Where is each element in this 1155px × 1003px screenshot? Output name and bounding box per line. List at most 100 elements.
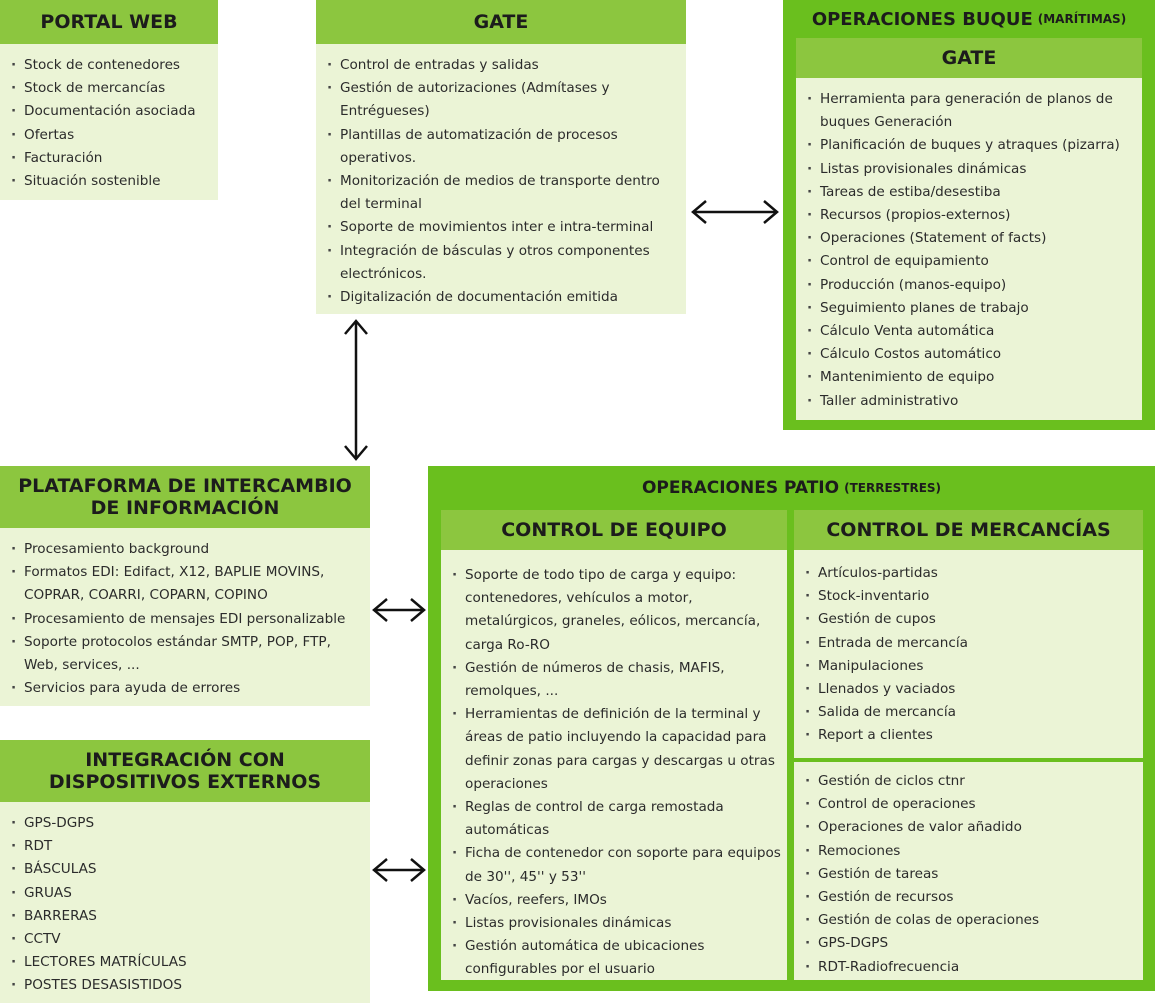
gate-title: GATE	[316, 0, 686, 44]
list-item: Plantillas de automatización de procesos…	[326, 124, 676, 170]
integracion-box: INTEGRACIÓN CON DISPOSITIVOS EXTERNOS GP…	[0, 740, 370, 1003]
list-item: Producción (manos-equipo)	[806, 274, 1138, 297]
gate-box: GATE Control de entradas y salidasGestió…	[316, 0, 686, 314]
plataforma-list: Procesamiento backgroundFormatos EDI: Ed…	[0, 528, 370, 701]
list-item: Procesamiento background	[10, 538, 362, 561]
list-item: Facturación	[10, 147, 218, 170]
list-item: Monitorización de medios de transporte d…	[326, 170, 676, 216]
list-item: Mantenimiento de equipo	[806, 366, 1138, 389]
list-item: Situación sostenible	[10, 170, 218, 193]
list-item: Control de operaciones	[804, 793, 1139, 816]
integracion-title-line1: INTEGRACIÓN CON	[85, 748, 285, 771]
list-item: Manipulaciones	[804, 655, 1139, 678]
list-item: Vacíos, reefers, IMOs	[451, 889, 783, 912]
operaciones-buque-frame: OPERACIONES BUQUE (MARÍTIMAS) GATE Herra…	[783, 0, 1155, 430]
list-item: Stock-inventario	[804, 585, 1139, 608]
list-item: Tareas de estiba/desestiba	[806, 181, 1138, 204]
list-item: Gestión de tareas	[804, 863, 1139, 886]
list-item: Operaciones de valor añadido	[804, 816, 1139, 839]
control-mercancias-bottom-list: Gestión de ciclos ctnrControl de operaci…	[794, 762, 1143, 979]
list-item: Cálculo Venta automática	[806, 320, 1138, 343]
operaciones-patio-title: OPERACIONES PATIO	[641, 478, 840, 498]
list-item: BARRERAS	[10, 905, 362, 928]
portal-web-title: PORTAL WEB	[0, 0, 218, 44]
list-item: Taller administrativo	[806, 390, 1138, 413]
list-item: GPS-DGPS	[804, 932, 1139, 955]
list-item: Herramientas de definición de la termina…	[451, 703, 783, 796]
list-item: Gestión automática de ubicaciones config…	[451, 935, 783, 981]
list-item: RDT	[10, 835, 362, 858]
arrow-gate-buque-icon	[691, 200, 779, 224]
plataforma-box: PLATAFORMA DE INTERCAMBIO DE INFORMACIÓN…	[0, 466, 370, 706]
operaciones-buque-gate-title: GATE	[796, 38, 1142, 78]
list-item: Stock de contenedores	[10, 54, 218, 77]
operaciones-buque-panel: GATE Herramienta para generación de plan…	[796, 38, 1142, 420]
control-mercancias-title: CONTROL DE MERCANCÍAS	[794, 510, 1143, 550]
list-item: Soporte de movimientos inter e intra-ter…	[326, 216, 676, 239]
list-item: Ofertas	[10, 124, 218, 147]
list-item: Integración de básculas y otros componen…	[326, 240, 676, 286]
control-equipo-list: Soporte de todo tipo de carga y equipo: …	[441, 550, 787, 982]
list-item: Operaciones (Statement of facts)	[806, 227, 1138, 250]
list-item: Gestión de números de chasis, MAFIS, rem…	[451, 657, 783, 703]
list-item: Gestión de autorizaciones (Admítases y E…	[326, 77, 676, 123]
control-mercancias-bottom-panel: Gestión de ciclos ctnrControl de operaci…	[794, 762, 1143, 980]
list-item: Report a clientes	[804, 724, 1139, 747]
list-item: Documentación asociada	[10, 100, 218, 123]
operaciones-patio-subtitle: (TERRESTRES)	[844, 481, 942, 495]
list-item: Control de entradas y salidas	[326, 54, 676, 77]
list-item: Seguimiento planes de trabajo	[806, 297, 1138, 320]
list-item: Gestión de cupos	[804, 608, 1139, 631]
operaciones-buque-title: OPERACIONES BUQUE	[811, 8, 1033, 30]
list-item: Artículos-partidas	[804, 562, 1139, 585]
operaciones-buque-list: Herramienta para generación de planos de…	[796, 78, 1142, 413]
list-item: CCTV	[10, 928, 362, 951]
list-item: Digitalización de documentación emitida	[326, 286, 676, 309]
control-mercancias-top-list: Artículos-partidasStock-inventarioGestió…	[794, 550, 1143, 748]
plataforma-title-line2: DE INFORMACIÓN	[90, 497, 280, 519]
list-item: BÁSCULAS	[10, 858, 362, 881]
list-item: GPS-DGPS	[10, 812, 362, 835]
gate-list: Control de entradas y salidasGestión de …	[316, 44, 686, 309]
control-equipo-panel: CONTROL DE EQUIPO Soporte de todo tipo d…	[441, 510, 787, 980]
list-item: Procesamiento de mensajes EDI personaliz…	[10, 608, 362, 631]
list-item: Gestión de recursos	[804, 886, 1139, 909]
control-equipo-title: CONTROL DE EQUIPO	[441, 510, 787, 550]
list-item: Salida de mercancía	[804, 701, 1139, 724]
integracion-list: GPS-DGPSRDTBÁSCULASGRUASBARRERASCCTVLECT…	[0, 802, 370, 998]
control-mercancias-panel: CONTROL DE MERCANCÍAS Artículos-partidas…	[794, 510, 1143, 980]
list-item: Herramienta para generación de planos de…	[806, 88, 1138, 134]
list-item: Gestión de ciclos ctnr	[804, 770, 1139, 793]
arrow-gate-plataforma-icon	[344, 319, 368, 461]
list-item: POSTES DESASISTIDOS	[10, 974, 362, 997]
list-item: Entrada de mercancía	[804, 632, 1139, 655]
list-item: Listas provisionales dinámicas	[806, 158, 1138, 181]
list-item: Planificación de buques y atraques (piza…	[806, 134, 1138, 157]
list-item: Servicios para ayuda de errores	[10, 677, 362, 700]
list-item: GRUAS	[10, 882, 362, 905]
list-item: Reglas de control de carga remostada aut…	[451, 796, 783, 842]
list-item: Cálculo Costos automático	[806, 343, 1138, 366]
list-item: Remociones	[804, 840, 1139, 863]
integracion-title-line2: DISPOSITIVOS EXTERNOS	[48, 771, 322, 793]
list-item: Stock de mercancías	[10, 77, 218, 100]
list-item: Gestión de colas de operaciones	[804, 909, 1139, 932]
portal-web-box: PORTAL WEB Stock de contenedoresStock de…	[0, 0, 218, 200]
list-item: Llenados y vaciados	[804, 678, 1139, 701]
list-item: Recursos (propios-externos)	[806, 204, 1138, 227]
list-item: Ficha de contenedor con soporte para equ…	[451, 842, 783, 888]
plataforma-title: PLATAFORMA DE INTERCAMBIO DE INFORMACIÓN	[0, 466, 370, 528]
operaciones-patio-frame: OPERACIONES PATIO (TERRESTRES) CONTROL D…	[428, 466, 1155, 991]
list-item: Control de equipamiento	[806, 250, 1138, 273]
list-item: LECTORES MATRÍCULAS	[10, 951, 362, 974]
list-item: Soporte de todo tipo de carga y equipo: …	[451, 564, 783, 657]
arrow-plataforma-patio-icon	[372, 598, 426, 622]
list-item: Formatos EDI: Edifact, X12, BAPLIE MOVIN…	[10, 561, 362, 607]
list-item: RDT-Radiofrecuencia	[804, 956, 1139, 979]
portal-web-list: Stock de contenedoresStock de mercancías…	[0, 44, 218, 193]
plataforma-title-line1: PLATAFORMA DE INTERCAMBIO	[18, 474, 352, 497]
arrow-integracion-patio-icon	[372, 858, 426, 882]
list-item: Soporte protocolos estándar SMTP, POP, F…	[10, 631, 362, 677]
list-item: Listas provisionales dinámicas	[451, 912, 783, 935]
control-mercancias-top-panel: Artículos-partidasStock-inventarioGestió…	[794, 550, 1143, 758]
